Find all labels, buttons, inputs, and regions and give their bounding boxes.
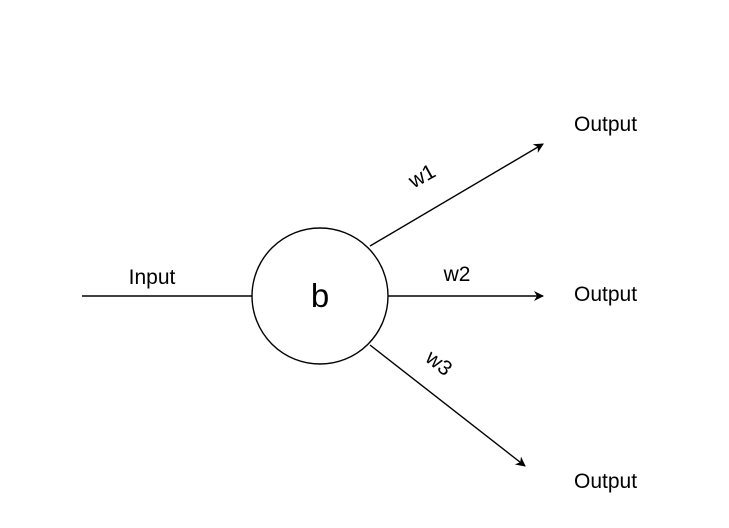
input-label: Input	[129, 266, 176, 289]
output-label-3: Output	[574, 470, 637, 493]
output-label-2: Output	[574, 283, 637, 306]
output-label-1: Output	[574, 113, 637, 136]
weight-label-w2: w2	[443, 263, 471, 286]
bias-node-label: b	[311, 277, 329, 314]
weight-label-w1: w1	[404, 160, 440, 194]
weight-arrow-3	[369, 344, 526, 467]
weight-label-w3: w3	[420, 345, 456, 380]
weight-arrow-1	[369, 143, 544, 247]
